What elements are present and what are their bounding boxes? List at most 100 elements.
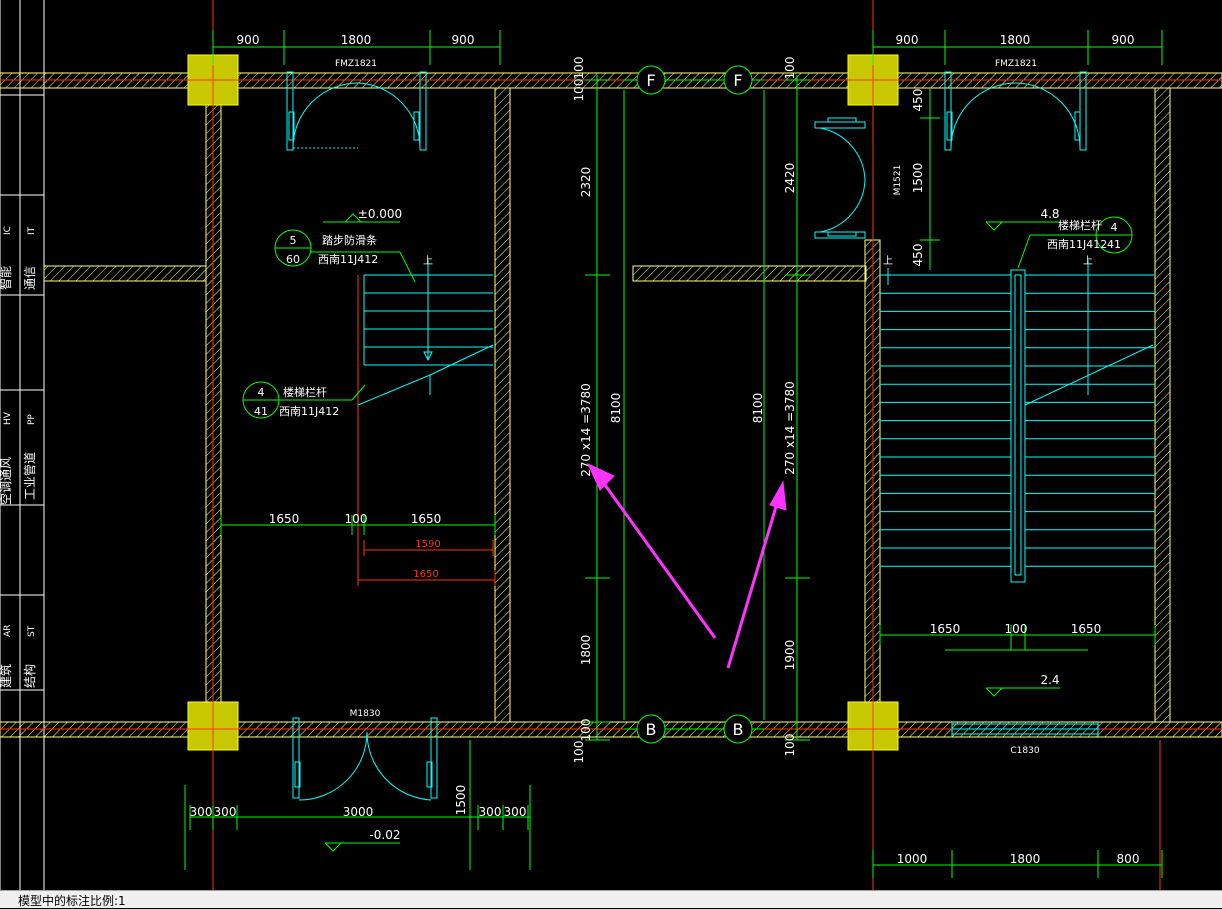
red-dimension-text: 1590 1650	[413, 539, 440, 580]
grid-label-f2: F	[733, 71, 742, 90]
dim-v-bottom-1500: 1500	[454, 785, 468, 816]
door-top-left	[286, 71, 427, 151]
dim-v-right-stair: 270 x14 =3780	[783, 381, 797, 475]
label-door-top-left: FMZ1821	[335, 59, 377, 69]
door-top-right	[944, 71, 1087, 151]
walls	[0, 72, 1222, 738]
callout-2-ref: 西南11J412	[279, 405, 339, 418]
label-door-side: M1521	[893, 165, 903, 196]
dim-red-1590: 1590	[415, 539, 440, 550]
annotation-scale-status: 模型中的标注比例:1	[18, 894, 126, 908]
panel-code-ar: AR	[3, 625, 13, 637]
label-door-top-right: FMZ1821	[995, 59, 1037, 69]
callout-3-title: 楼梯栏杆	[1058, 218, 1102, 232]
stair-right	[880, 260, 1155, 583]
callout-3-top: 4	[1111, 221, 1118, 234]
door-bottom	[292, 717, 438, 801]
panel-name-it: 通信	[23, 266, 37, 290]
dim-top-right-2: 1800	[1000, 33, 1031, 47]
annotation-arrows	[586, 462, 787, 669]
panel-code-ic: IC	[3, 226, 13, 235]
callout-1-title: 踏步防滑条	[322, 233, 377, 247]
callout-2-bottom: 41	[254, 405, 268, 418]
callout-1-ref: 西南11J412	[318, 253, 378, 266]
dim-mid-left-1: 1650	[269, 512, 300, 526]
dim-v-left-1800: 1800	[579, 635, 593, 666]
dim-mid-right-1: 1650	[930, 622, 961, 636]
dim-bottom-left-2: 300	[214, 805, 237, 819]
grid-bubble-b-right	[723, 714, 753, 744]
left-discipline-panel: IC IT 智能 通信 HV PP 空调通风 工业管道 AR ST 建筑 结构	[0, 0, 45, 890]
door-side-right	[814, 117, 866, 239]
label-window-bottom: C1830	[1010, 746, 1039, 756]
elev-pm0: ±0.000	[358, 207, 402, 221]
dim-bottom-left-5: 300	[504, 805, 527, 819]
panel-name-st: 结构	[22, 664, 37, 688]
grid-label-b2: B	[733, 720, 744, 739]
red-dimensions	[357, 540, 496, 586]
grid-bubble-b-left	[636, 714, 666, 744]
window-bottom-right	[951, 722, 1099, 737]
panel-name-hv: 空调通风	[0, 457, 13, 505]
up-mark-right-2: 上	[1083, 255, 1093, 267]
grid-bubble-f-right	[723, 65, 753, 95]
dim-v-left-100-top2: 100	[572, 79, 586, 102]
grid-bubble-f-left	[636, 65, 666, 95]
dimension-lines	[184, 30, 1163, 878]
dim-v-left-2320: 2320	[579, 167, 593, 198]
cad-drawing-canvas[interactable]: IC IT 智能 通信 HV PP 空调通风 工业管道 AR ST 建筑 结构	[0, 0, 1222, 890]
dim-v-door-450-top: 450	[911, 89, 925, 112]
dim-bottom-right-1: 1000	[897, 852, 928, 866]
dim-mid-right-3: 1650	[1071, 622, 1102, 636]
callout-1-bottom: 60	[286, 253, 300, 266]
grid-label-b1: B	[646, 720, 657, 739]
panel-code-st: ST	[27, 625, 37, 637]
elev-neg-002: -0.02	[369, 828, 400, 842]
panel-name-ic: 智能	[0, 266, 13, 290]
dim-top-left-1: 900	[237, 33, 260, 47]
dim-top-right-1: 900	[896, 33, 919, 47]
dim-v-right-2420: 2420	[783, 163, 797, 194]
panel-code-it: IT	[27, 226, 37, 235]
stair-left	[357, 260, 494, 580]
floor-plan-drawing[interactable]: IC IT 智能 通信 HV PP 空调通风 工业管道 AR ST 建筑 结构	[0, 0, 1222, 890]
status-bar: 模型中的标注比例:1	[0, 890, 1222, 908]
grid-bubbles	[636, 65, 753, 744]
elevation-text: ±0.000 4.8 2.4 -0.02 上 上 上	[358, 207, 1093, 842]
callout-1-top: 5	[290, 234, 297, 247]
vertical-dimension-text: 100 100 2320 270 x14 =3780 8100 1800 100…	[454, 57, 925, 816]
grid-bubble-labels: F F B B	[646, 71, 744, 739]
dim-mid-right-2: 100	[1005, 622, 1028, 636]
dim-red-1650: 1650	[413, 569, 438, 580]
dim-v-right-1900: 1900	[783, 640, 797, 671]
callout-2-title: 楼梯栏杆	[283, 385, 327, 399]
dim-bottom-left-1: 300	[190, 805, 213, 819]
dim-v-left-8100: 8100	[609, 393, 623, 424]
up-mark-left: 上	[423, 255, 433, 267]
dim-v-right-8100: 8100	[751, 393, 765, 424]
elev-4-8: 4.8	[1040, 207, 1059, 221]
label-door-bottom: M1830	[350, 709, 381, 719]
dim-bottom-right-3: 800	[1117, 852, 1140, 866]
dim-v-left-100-bottom2: 100	[572, 741, 586, 764]
dim-mid-left-3: 1650	[411, 512, 442, 526]
dim-bottom-left-4: 300	[479, 805, 502, 819]
arrow-head-left-icon	[586, 462, 615, 491]
dim-top-left-2: 1800	[341, 33, 372, 47]
grid-label-f1: F	[646, 71, 655, 90]
dim-v-door-1500: 1500	[911, 163, 925, 194]
dimension-text: 900 1800 900 900 1800 900 1650 100 1650 …	[190, 33, 1140, 866]
dim-bottom-left-3: 3000	[343, 805, 374, 819]
dim-v-door-450-bottom: 450	[911, 244, 925, 267]
callouts: 5 60 踏步防滑条 西南11J412 4 41 楼梯栏杆 西南11J412 4…	[254, 218, 1121, 418]
panel-code-hv: HV	[3, 411, 13, 425]
dim-v-left-stair: 270 x14 =3780	[579, 383, 593, 477]
panel-name-pp: 工业管道	[22, 452, 37, 500]
elev-2-4: 2.4	[1040, 673, 1059, 687]
dim-v-left-100-top: 100	[572, 57, 586, 80]
panel-name-ar: 建筑	[0, 664, 13, 688]
dim-top-left-3: 900	[452, 33, 475, 47]
panel-code-pp: PP	[27, 414, 37, 425]
callout-3-ref: 西南11J412	[1047, 238, 1107, 251]
dim-mid-left-2: 100	[345, 512, 368, 526]
